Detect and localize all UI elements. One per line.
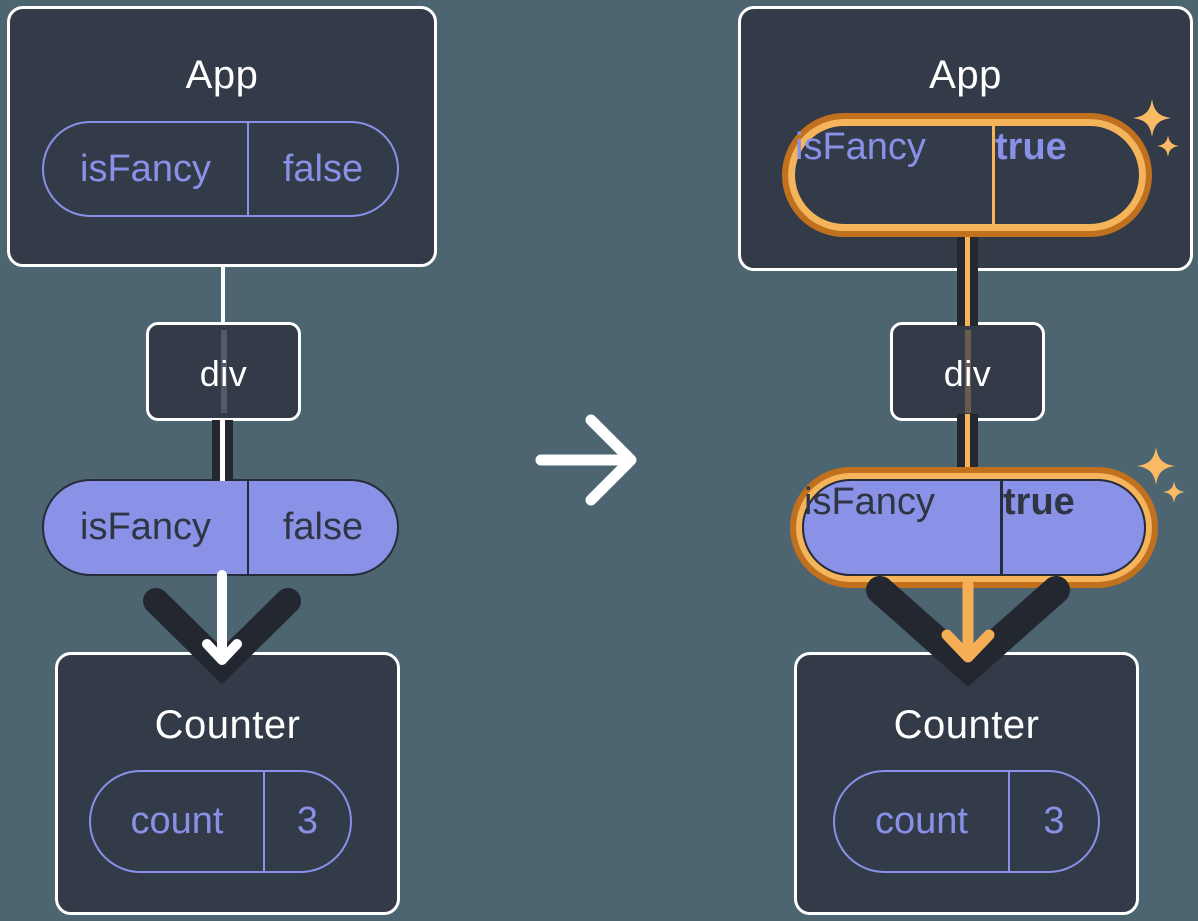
- left-app-box: App isFancy false: [7, 6, 437, 267]
- right-app-prop-pill: isFancy true: [782, 113, 1152, 237]
- left-counter-box: Counter count 3: [55, 652, 400, 915]
- left-app-div-connector: [221, 264, 225, 324]
- right-div-pass-through-line: [964, 330, 971, 413]
- left-div-pill-pipe: [212, 420, 233, 481]
- left-app-prop-pill: isFancy false: [42, 121, 399, 217]
- right-counter-box: Counter count 3: [794, 652, 1139, 915]
- right-app-title: App: [929, 53, 1002, 97]
- right-counter-title: Counter: [893, 703, 1040, 747]
- right-down-arrow-icon: [866, 576, 1070, 687]
- right-div-pill-pipe: [957, 414, 978, 474]
- left-passed-prop-name: isFancy: [80, 506, 211, 548]
- left-div-pass-through-line: [220, 330, 227, 413]
- right-counter-state-pill: count 3: [833, 770, 1100, 873]
- left-counter-state-pill: count 3: [89, 770, 352, 873]
- sparkle-icon: [1137, 447, 1185, 503]
- right-arrow-icon: [535, 414, 637, 506]
- left-app-prop-name: isFancy: [80, 147, 211, 190]
- left-down-arrow-icon: [143, 570, 301, 685]
- left-div-box: div: [146, 322, 301, 421]
- left-app-prop-value: false: [247, 123, 397, 215]
- right-passed-prop-pill: isFancy true: [790, 467, 1158, 588]
- left-counter-state-name: count: [130, 800, 224, 842]
- right-app-div-pipe: [957, 228, 978, 326]
- right-counter-state-value: 3: [1008, 772, 1098, 871]
- sparkle-icon: [1133, 99, 1179, 157]
- right-passed-prop-value: true: [1000, 481, 1144, 574]
- right-counter-state-name: count: [875, 800, 968, 842]
- left-passed-prop-pill: isFancy false: [42, 479, 399, 576]
- left-passed-prop-value: false: [247, 481, 397, 574]
- right-div-label: div: [943, 353, 992, 394]
- left-app-title: App: [185, 53, 259, 97]
- right-div-box: div: [890, 322, 1045, 421]
- right-app-prop-name: isFancy: [795, 126, 926, 168]
- right-passed-prop-name: isFancy: [804, 481, 935, 523]
- right-app-prop-value: true: [992, 126, 1139, 224]
- left-div-label: div: [199, 353, 248, 394]
- left-counter-state-value: 3: [263, 772, 350, 871]
- left-counter-title: Counter: [154, 703, 301, 747]
